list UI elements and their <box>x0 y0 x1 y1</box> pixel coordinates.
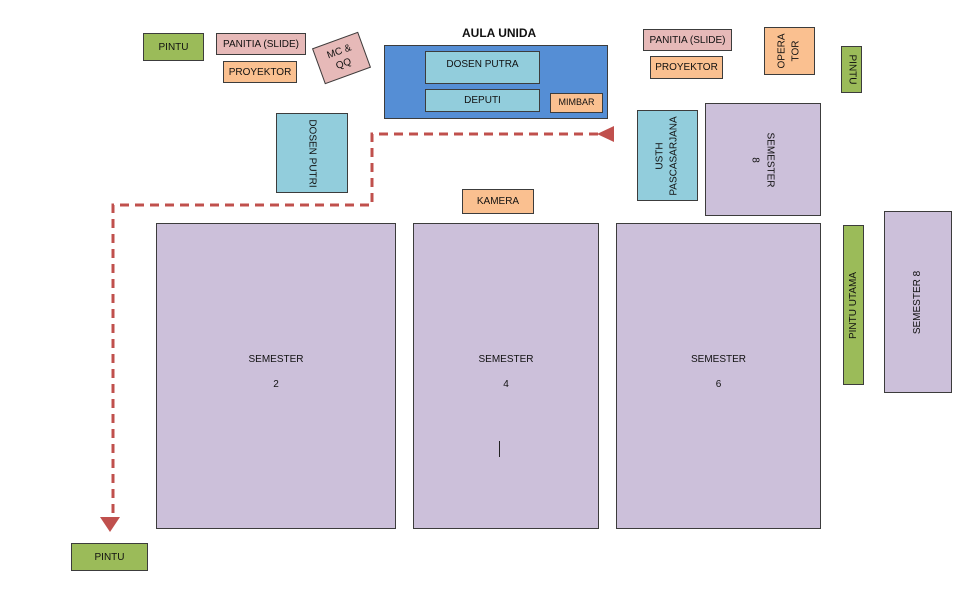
route-arrow-end-icon <box>100 517 120 532</box>
semester-4-number: 4 <box>503 379 509 390</box>
seating-semester-8-side: SEMESTER 8 <box>884 211 952 393</box>
projector-left: PROYEKTOR <box>223 61 297 83</box>
seating-dosen-putri: DOSEN PUTRI <box>276 113 348 193</box>
semester-4-label: SEMESTER <box>478 354 534 365</box>
semester-2-number: 2 <box>273 379 279 390</box>
seating-semester-8-top: SEMESTER 8 <box>705 103 821 216</box>
deputi-label: DEPUTI <box>464 95 501 106</box>
text-cursor-mark <box>499 441 500 457</box>
podium-mimbar: MIMBAR <box>550 93 603 113</box>
door-bottom-left: PINTU <box>71 543 148 571</box>
hall-title: AULA UNIDA <box>462 26 537 40</box>
exit-route-path <box>111 132 598 518</box>
projector-left-label: PROYEKTOR <box>228 66 292 78</box>
door-top-right: PINTU <box>841 46 862 93</box>
door-bottom-left-label: PINTU <box>94 551 125 563</box>
camera-label: KAMERA <box>476 196 520 207</box>
committee-slide-right: PANITIA (SLIDE) <box>643 29 732 51</box>
committee-slide-left-label: PANITIA (SLIDE) <box>223 38 299 50</box>
projector-right-label: PROYEKTOR <box>655 62 718 73</box>
mimbar-label: MIMBAR <box>558 97 595 108</box>
dosen-putra-label: DOSEN PUTRA <box>446 59 519 70</box>
semester-2-label: SEMESTER <box>248 354 304 365</box>
projector-right: PROYEKTOR <box>650 56 723 79</box>
door-main: PINTU UTAMA <box>843 225 864 385</box>
camera-station: KAMERA <box>462 189 534 214</box>
route-arrow-start-icon <box>597 126 614 142</box>
semester-6-number: 6 <box>715 379 722 390</box>
seating-semester-4: SEMESTER 4 <box>413 223 599 529</box>
seating-usth-pascasarjana: USTH PASCASARJANA <box>637 110 698 201</box>
door-top-left: PINTU <box>143 33 204 61</box>
seating-semester-2: SEMESTER 2 <box>156 223 396 529</box>
seating-semester-6: SEMESTER 6 <box>616 223 821 529</box>
committee-slide-right-label: PANITIA (SLIDE) <box>649 34 726 46</box>
operator-station: OPERA TOR <box>764 27 815 75</box>
semester-6-label: SEMESTER <box>690 354 746 365</box>
seating-deputi: DEPUTI <box>425 89 540 112</box>
door-top-left-label: PINTU <box>158 41 189 53</box>
committee-slide-left: PANITIA (SLIDE) <box>216 33 306 55</box>
seating-dosen-putra: DOSEN PUTRA <box>425 51 540 84</box>
